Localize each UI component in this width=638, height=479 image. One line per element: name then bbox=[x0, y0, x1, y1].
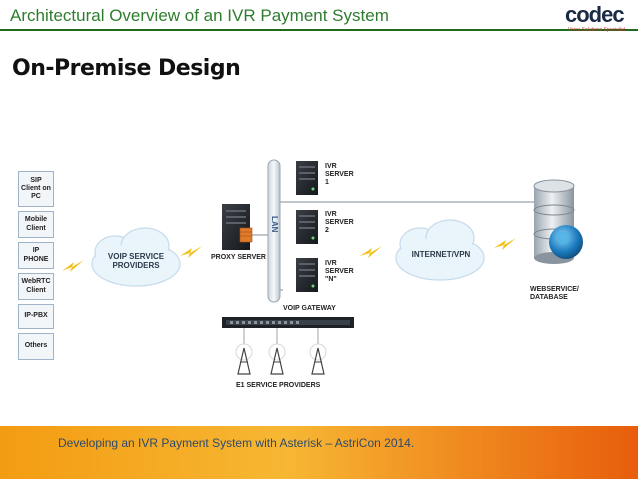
lan-bus bbox=[267, 159, 281, 303]
logo-tagline: Voice Solutions Specialist bbox=[568, 27, 625, 33]
antenna-icon bbox=[235, 343, 253, 375]
ivr-server-2-label: IVR SERVER 2 bbox=[325, 211, 354, 235]
device-ip-pbx: IP-PBX bbox=[18, 304, 54, 329]
lightning-icon bbox=[180, 246, 202, 258]
voip-cloud-icon bbox=[91, 227, 181, 287]
lan-label: LAN bbox=[270, 216, 280, 233]
logo-brand: codec bbox=[565, 2, 625, 27]
webservice-database-label: WEBSERVICE/ DATABASE bbox=[530, 286, 579, 302]
ivr-server-n-label: IVR SERVER "N" bbox=[325, 260, 354, 284]
lightning-icon bbox=[360, 246, 382, 258]
footer-text: Developing an IVR Payment System with As… bbox=[58, 436, 415, 450]
device-webrtc-client: WebRTC Client bbox=[18, 273, 54, 300]
proxy-server-label: PROXY SERVER bbox=[211, 254, 266, 261]
antenna-icon bbox=[268, 343, 286, 375]
database-globe-icon bbox=[533, 179, 583, 264]
internet-vpn-label: INTERNET/VPN bbox=[411, 250, 471, 259]
ivr-server-2-icon bbox=[296, 210, 318, 244]
device-sip-client: SIP Client on PC bbox=[18, 171, 54, 207]
voip-gateway-label: VOIP GATEWAY bbox=[283, 305, 336, 312]
gateway-rack-icon bbox=[222, 317, 354, 328]
e1-providers-label: E1 SERVICE PROVIDERS bbox=[236, 382, 321, 389]
header-divider bbox=[0, 29, 638, 31]
internet-cloud-icon bbox=[395, 219, 485, 281]
footer-bar bbox=[0, 426, 638, 479]
device-mobile-client: Mobile Client bbox=[18, 211, 54, 238]
client-device-list: SIP Client on PC Mobile Client IP PHONE … bbox=[18, 171, 56, 364]
lightning-icon bbox=[62, 260, 84, 272]
ivr-server-1-icon bbox=[296, 161, 318, 195]
proxy-server-icon bbox=[222, 204, 253, 250]
page-title: Architectural Overview of an IVR Payment… bbox=[10, 6, 389, 25]
ivr-server-n-icon bbox=[296, 258, 318, 292]
codec-logo: codec Voice Solutions Specialist bbox=[565, 2, 635, 36]
device-others: Others bbox=[18, 333, 54, 360]
antenna-icon bbox=[309, 343, 327, 375]
slide-subtitle: On-Premise Design bbox=[12, 56, 241, 81]
ivr-server-1-label: IVR SERVER 1 bbox=[325, 163, 354, 187]
device-ip-phone: IP PHONE bbox=[18, 242, 54, 269]
lightning-icon bbox=[494, 238, 516, 250]
voip-providers-label: VOIP SERVICE PROVIDERS bbox=[107, 252, 165, 271]
